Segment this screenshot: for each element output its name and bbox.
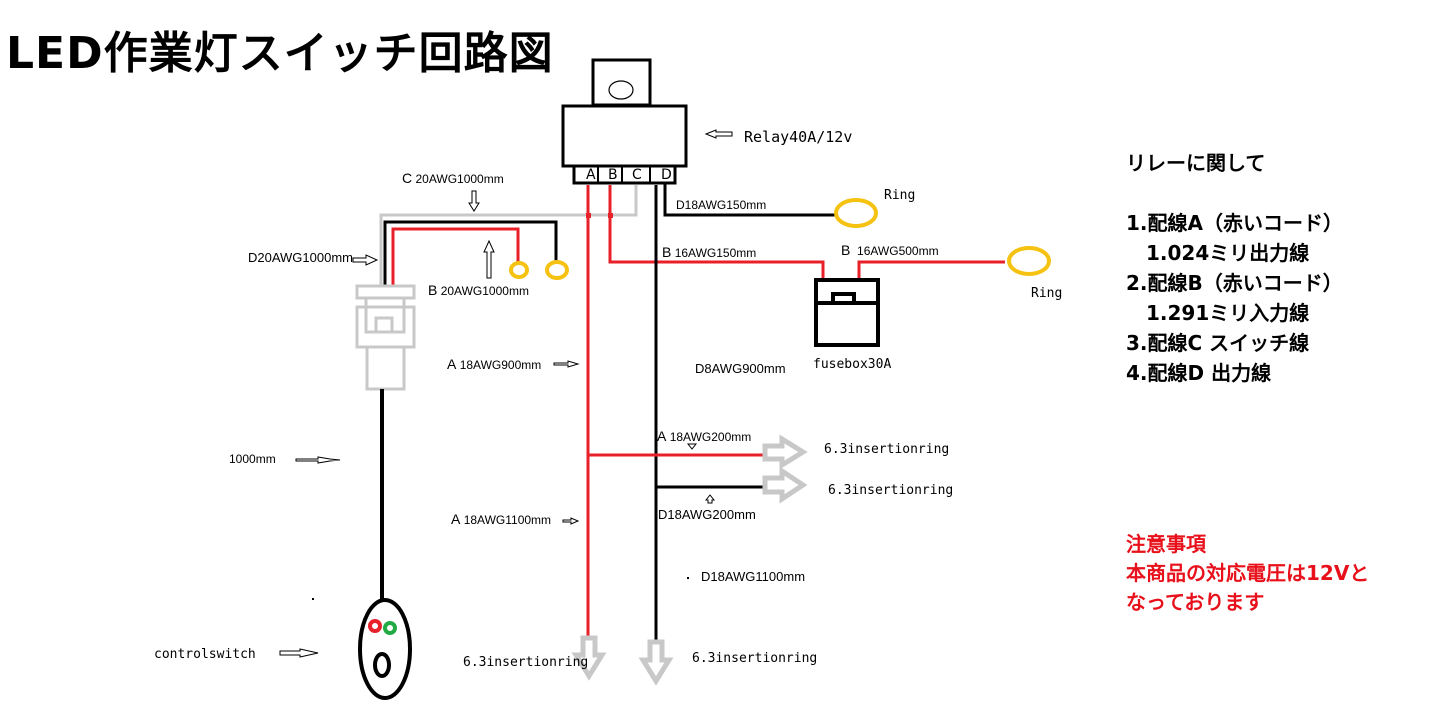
label-wire-a-900: A 18AWG900mm [447,356,542,372]
label-arrow [553,360,580,368]
label-wire-b-relay-fuse: B 16AWG150mm [662,244,757,260]
label-wire-b-fuse-ring: B 16AWG500mm [841,242,939,258]
label-arrow [352,254,379,266]
fusebox [814,278,880,347]
label-wire-d-900: D8AWG900mm [695,361,786,376]
ring-terminal [545,260,569,280]
insertion-arrow [571,635,607,681]
ring-terminal [1007,246,1051,276]
label-wire-d-switch: D20AWG1000mm [248,250,353,265]
label-fusebox: fusebox30A [813,357,892,372]
notes-item: 1.配線A（赤いコード） [1126,211,1343,235]
label-insertion-3: 6.3insertionring [463,655,589,670]
notes-item: 1.024ミリ出力線 [1126,241,1310,265]
relay-pin-c: C [632,167,642,183]
label-wire-c-switch: C 20AWG1000mm [402,170,504,186]
insertion-arrow [638,639,674,686]
warning-notice: 注意事項 本商品の対応電圧は12Vと なっております [1126,530,1369,617]
label-wire-d-1100: D18AWG1100mm [701,569,806,584]
relay-pin-a: A [586,167,596,183]
relay-label-arrow [704,129,733,139]
label-arrow [483,239,495,279]
warning-heading: 注意事項 [1126,532,1206,556]
insertion-arrow [762,466,808,504]
label-arrow [295,456,341,464]
label-insertion-1: 6.3insertionring [824,442,950,457]
label-insertion-2: 6.3insertionring [828,483,954,498]
connector [355,284,416,391]
ring-terminal [834,198,878,228]
relay-pin-b: B [608,167,618,183]
label-wire-a-1100: A 18AWG1100mm [451,511,552,527]
wire-c-switch [379,185,638,285]
notes-heading: リレーに関して [1126,151,1266,175]
label-wire-a-200: A 18AWG200mm [657,428,752,444]
warning-line: 本商品の対応電圧は12Vと [1126,561,1370,585]
page-title: LED作業灯スイッチ回路図 [6,28,554,79]
notes-item: 4.配線D 出力線 [1126,361,1272,385]
label-arrow [279,648,319,658]
relay [561,58,688,185]
label-insertion-4: 6.3insertionring [692,651,818,666]
label-switch-cable: 1000mm [229,452,276,466]
notes-item: 1.291ミリ入力線 [1126,301,1310,325]
wire-b-relay-fuse [608,185,825,280]
relay-label: Relay40A/12v [744,128,853,146]
label-wire-d-ring: D18AWG150mm [676,198,767,212]
warning-line: なっております [1126,590,1265,614]
label-wire-b-switch: B 20AWG1000mm [428,282,529,298]
ring-terminal [509,261,529,279]
label-arrow [704,494,716,504]
label-arrow [686,443,698,450]
notes-item: 3.配線C スイッチ線 [1126,331,1310,355]
wire-b-switch [391,227,520,285]
label-ring-top: Ring [884,188,916,203]
control-switch [358,598,412,700]
insertion-arrow [762,434,808,470]
label-control-switch: controlswitch [154,647,256,662]
wire-d-switch [383,220,558,285]
wire-d-ring [663,183,835,217]
wire-b-fuse-ring [857,260,1005,280]
relay-notes: リレーに関して 1.配線A（赤いコード） 1.024ミリ出力線 2.配線B（赤い… [1126,148,1343,388]
label-arrow [562,517,580,525]
label-ring-right: Ring [1031,286,1063,301]
relay-pin-d: D [661,167,672,183]
notes-item: 2.配線B（赤いコード） [1126,271,1343,295]
label-wire-d-200: D18AWG200mm [658,507,756,522]
label-arrow [468,190,480,212]
